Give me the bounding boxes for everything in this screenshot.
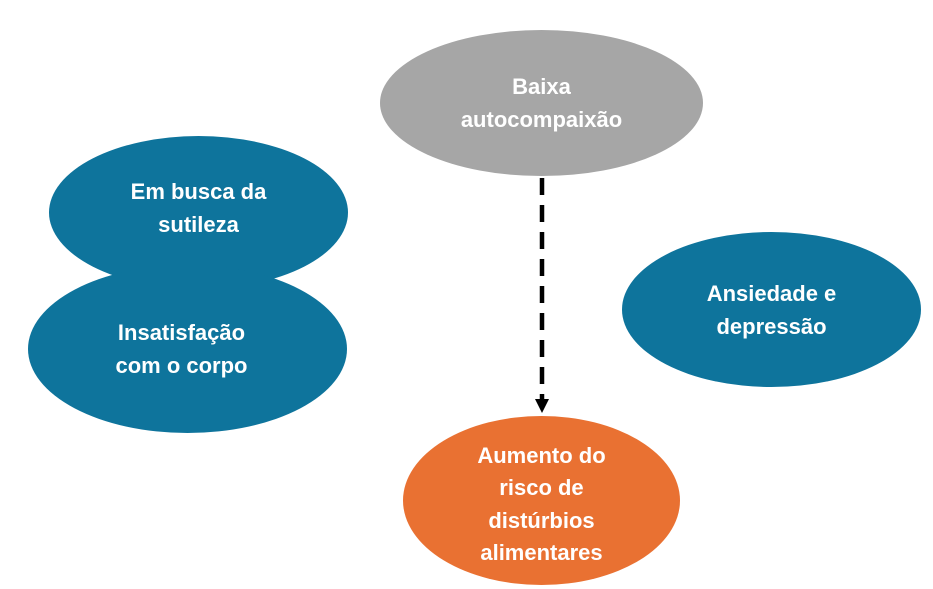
node-baixa-autocompaixao: Baixa autocompaixão	[380, 30, 703, 176]
node-label: Aumento do risco de distúrbios alimentar…	[477, 442, 606, 566]
arrow-head	[535, 399, 549, 413]
node-insatisfacao-com-o-corpo: Insatisfação com o corpo	[28, 265, 347, 433]
node-label: Em busca da sutileza	[130, 178, 267, 237]
node-em-busca-da-sutileza: Em busca da sutileza	[49, 136, 348, 289]
node-aumento-do-risco: Aumento do risco de distúrbios alimentar…	[403, 416, 680, 585]
node-label: Ansiedade e depressão	[706, 280, 837, 339]
node-label: Baixa autocompaixão	[460, 74, 623, 132]
node-ansiedade-e-depressao: Ansiedade e depressão	[622, 232, 921, 387]
node-label: Insatisfação com o corpo	[115, 320, 248, 378]
